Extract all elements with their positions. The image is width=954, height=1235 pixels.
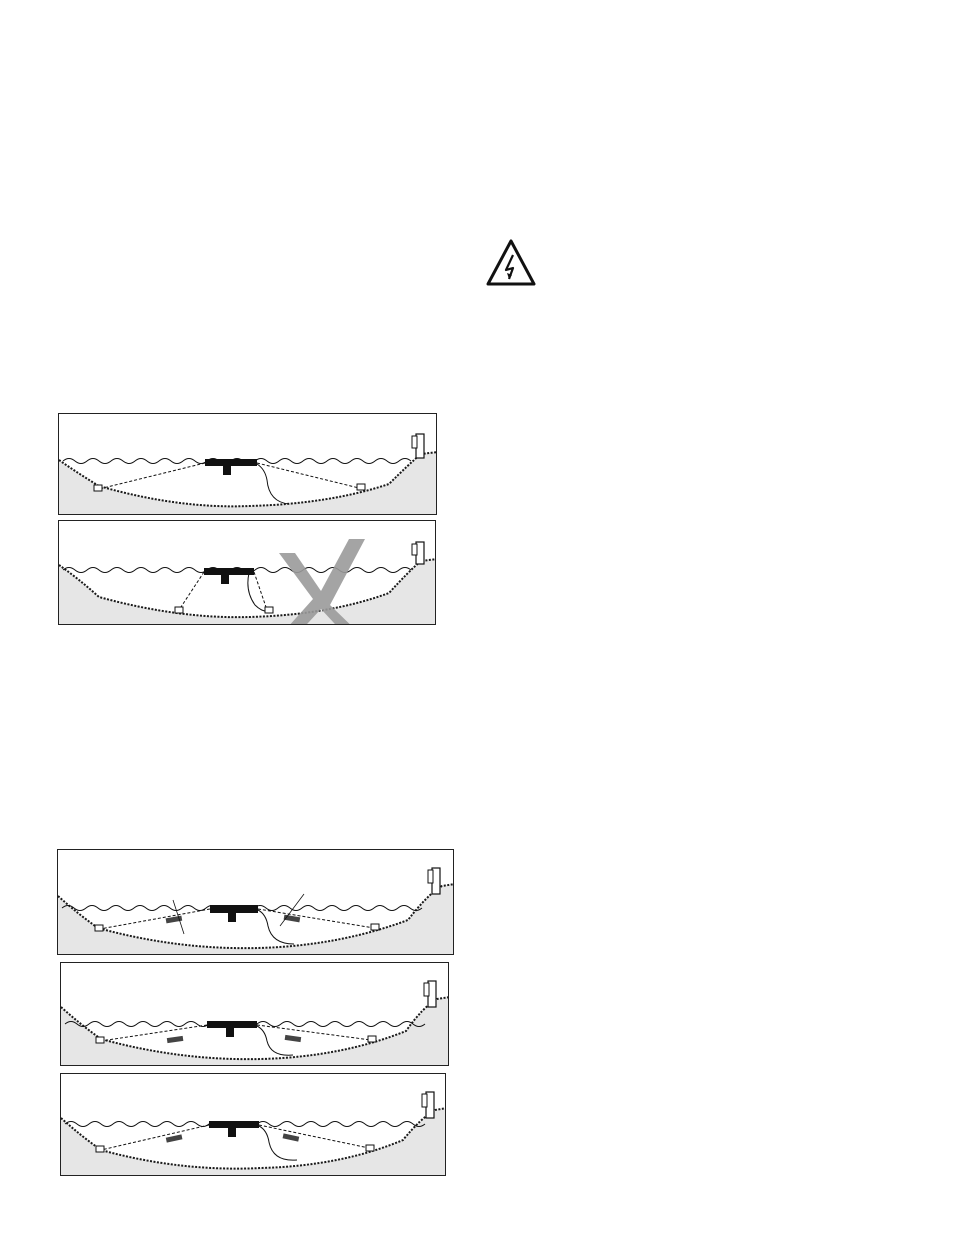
- floating-fountain: [205, 459, 257, 466]
- pond-bank: [61, 997, 449, 1066]
- power-cord: [259, 1126, 297, 1160]
- diagram-weighted-anchoring-2: [60, 962, 449, 1066]
- anchor-block-left: [95, 925, 103, 931]
- pump-motor: [223, 466, 231, 475]
- rope-weight-left: [167, 1036, 184, 1043]
- pond-bank: [61, 1108, 446, 1176]
- control-panel-post: [412, 542, 424, 564]
- leader-line-right: [280, 894, 304, 926]
- pump-motor: [226, 1028, 234, 1037]
- anchor-rope-left: [179, 572, 204, 610]
- pond-bank: [58, 884, 454, 955]
- anchor-block-left: [175, 607, 183, 613]
- rope-weight-left: [166, 1134, 183, 1142]
- pond-diagram: [59, 521, 436, 625]
- control-panel-post: [422, 1092, 434, 1118]
- pump-motor: [221, 575, 229, 584]
- control-panel-post: [412, 434, 424, 458]
- floating-fountain: [207, 1021, 257, 1028]
- anchor-rope-right: [259, 1125, 369, 1148]
- floating-fountain: [210, 905, 258, 913]
- anchor-rope-left: [101, 1125, 209, 1150]
- power-cord: [257, 464, 289, 504]
- anchor-rope-right: [254, 572, 267, 610]
- control-panel-post: [424, 981, 436, 1007]
- anchor-block-right: [357, 484, 365, 490]
- anchor-block-right: [265, 607, 273, 613]
- anchor-block-left: [96, 1037, 104, 1043]
- anchor-rope-right: [257, 463, 359, 488]
- diagram-weighted-anchoring-3: [60, 1073, 446, 1176]
- anchor-block-right: [371, 924, 379, 930]
- anchor-block-left: [96, 1146, 104, 1152]
- pump-motor: [228, 1128, 236, 1137]
- pump-motor: [228, 913, 236, 922]
- pond-diagram: [58, 850, 454, 955]
- anchor-rope-left: [100, 909, 210, 929]
- anchor-block-right: [366, 1145, 374, 1151]
- power-cord: [257, 1026, 293, 1055]
- power-cord: [248, 573, 271, 611]
- electrical-hazard-icon: [485, 238, 537, 288]
- pond-diagram: [61, 1074, 446, 1176]
- anchor-block-right: [368, 1036, 376, 1042]
- floating-fountain: [204, 568, 254, 575]
- pond-diagram: [59, 414, 437, 515]
- anchor-rope-right: [258, 909, 374, 928]
- anchor-rope-left: [101, 1025, 207, 1041]
- anchor-rope-right: [257, 1025, 371, 1040]
- pond-diagram: [61, 963, 449, 1066]
- diagram-incorrect-anchoring: [58, 520, 436, 625]
- rope-weight-right: [283, 1133, 300, 1141]
- diagram-weighted-anchoring-1: [57, 849, 454, 955]
- diagram-correct-anchoring: [58, 413, 437, 515]
- rope-weight-right: [285, 1035, 302, 1042]
- control-panel-post: [428, 868, 440, 894]
- anchor-rope-left: [99, 463, 205, 489]
- anchor-block-left: [94, 485, 102, 491]
- floating-fountain: [209, 1121, 259, 1128]
